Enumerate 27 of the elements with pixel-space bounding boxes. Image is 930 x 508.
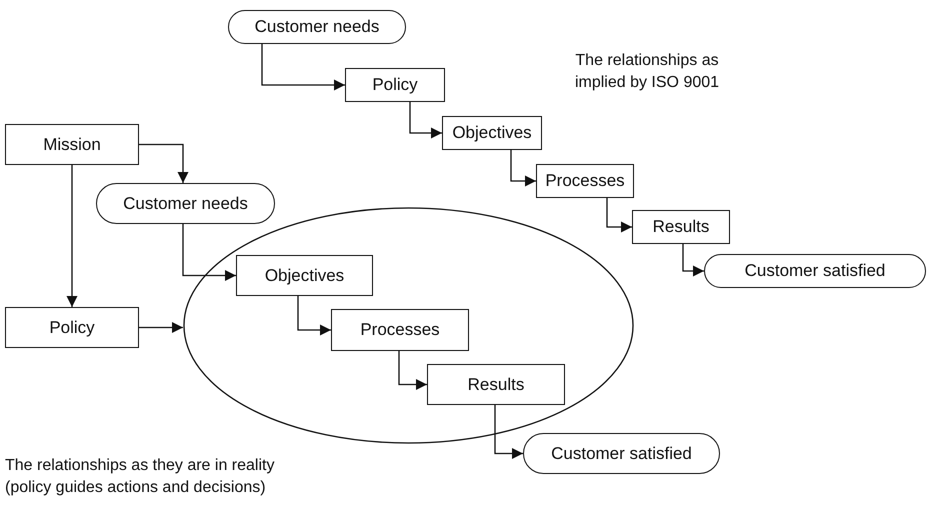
- process-box: Results: [427, 364, 565, 405]
- arrow: [139, 144, 188, 183]
- process-box: Processes: [331, 309, 469, 351]
- arrow: [606, 198, 632, 232]
- process-box: Policy: [5, 307, 139, 348]
- note-text: The relationships as they are in reality (policy guides actions and decisions): [5, 456, 276, 498]
- terminal-box: Customer needs: [228, 10, 406, 44]
- process-box: Policy: [345, 68, 445, 102]
- arrow: [139, 322, 183, 333]
- arrow: [398, 351, 427, 390]
- process-box: Objectives: [442, 116, 542, 150]
- arrow: [261, 44, 345, 90]
- terminal-box: Customer satisfied: [704, 254, 926, 288]
- arrow: [409, 102, 442, 138]
- arrow: [494, 405, 523, 459]
- note-text: The relationships as implied by ISO 9001: [574, 51, 720, 93]
- process-box: Mission: [5, 124, 139, 165]
- arrow: [510, 150, 536, 186]
- terminal-box: Customer satisfied: [523, 433, 720, 474]
- process-box: Objectives: [236, 255, 373, 296]
- arrow: [182, 224, 236, 281]
- arrow: [66, 165, 78, 307]
- arrow: [682, 244, 704, 276]
- process-box: Processes: [536, 164, 634, 198]
- process-box: Results: [632, 210, 730, 244]
- arrow: [297, 296, 331, 336]
- terminal-box: Customer needs: [96, 183, 275, 224]
